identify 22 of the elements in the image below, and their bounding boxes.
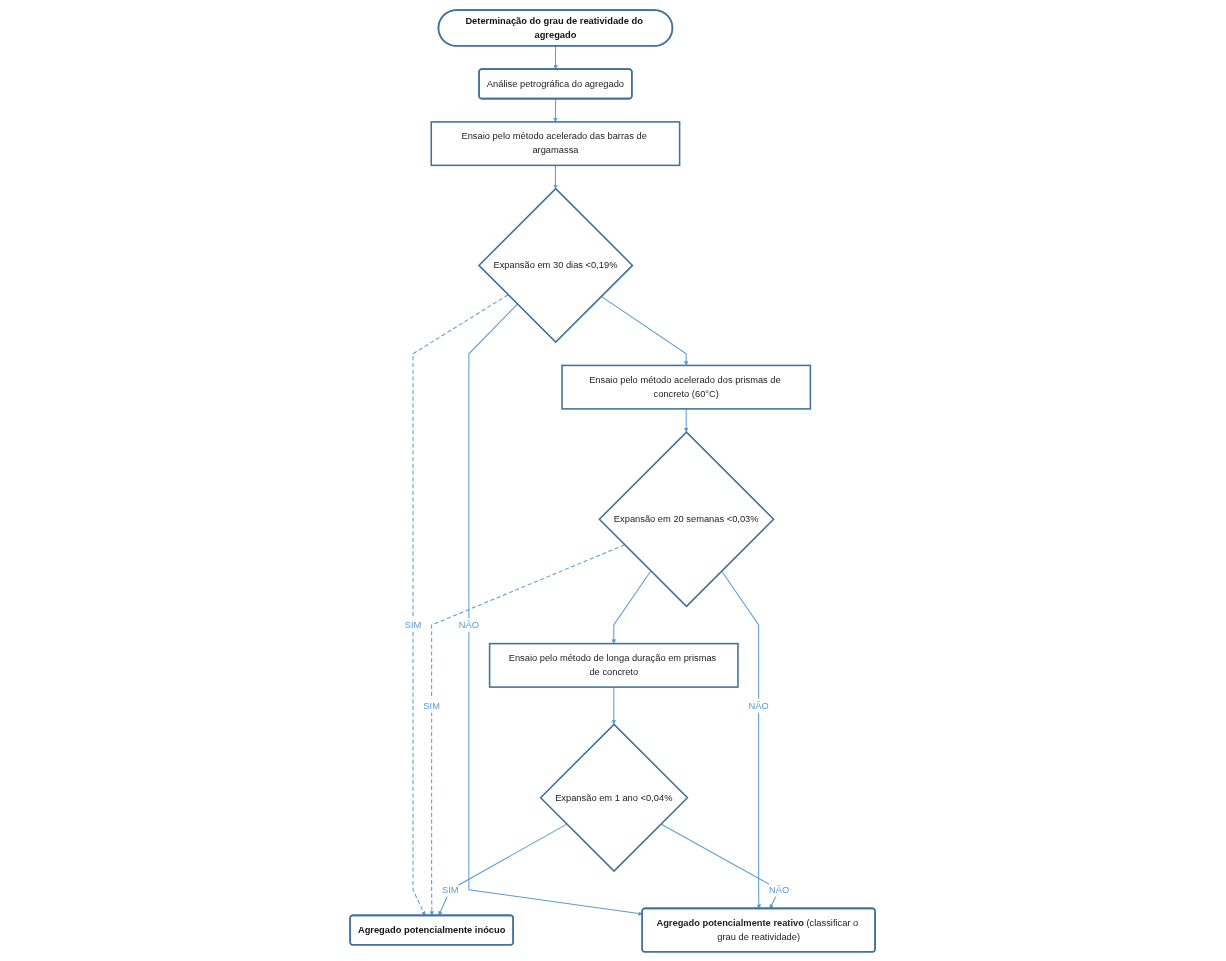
node-box: Ensaio pelo método acelerado dos prismas de concreto (60°C) [561, 364, 812, 410]
edge-label: SIM [442, 883, 459, 895]
arrow [601, 295, 689, 366]
arrow [553, 45, 559, 70]
node-box: Ensaio pelo método acelerado das barras de argamassa [430, 120, 681, 166]
edge-label: SIM [423, 699, 441, 711]
node-diamond: Expansão em 20 semanas <0,03% [598, 430, 776, 607]
edge-label: NÃO [459, 619, 480, 630]
node-diamond: Expansão em 30 dias <0,19% [478, 187, 634, 343]
node-box: Ensaio pelo método de longa duração em prismas de concreto [489, 642, 740, 688]
edge-label: SIM [405, 619, 422, 630]
edge-label: NÃO [769, 883, 790, 895]
arrow [611, 569, 652, 644]
edge-label: NÃO [748, 699, 770, 711]
arrow [553, 164, 559, 189]
arrow [429, 543, 626, 916]
arrow [438, 823, 568, 916]
arrow [684, 407, 689, 432]
node-diamond: Expansão em 1 ano <0,04% [539, 722, 689, 872]
arrow [553, 97, 559, 122]
arrow [611, 686, 617, 725]
arrow [412, 293, 509, 916]
